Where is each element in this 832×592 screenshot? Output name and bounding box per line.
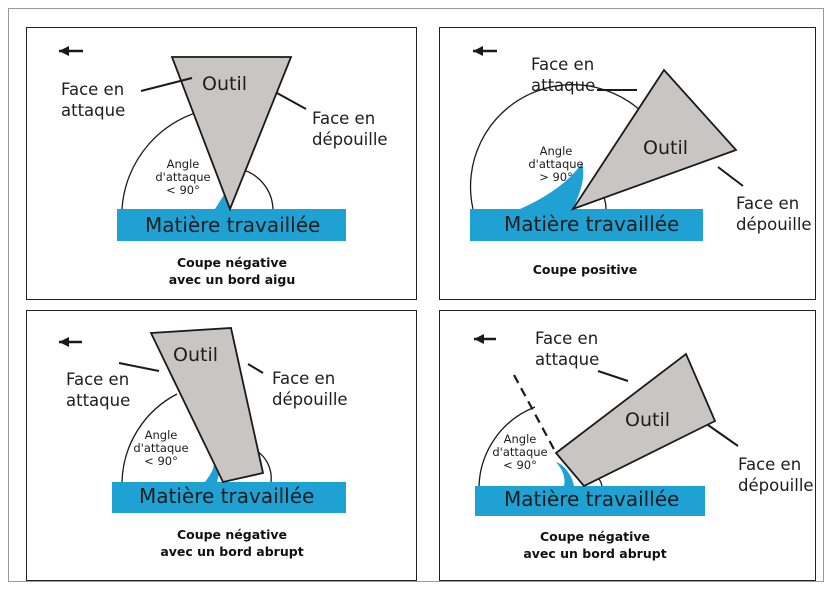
leader-face-attaque — [597, 370, 629, 382]
angle-arc-left — [469, 84, 654, 210]
panel-4-drawing — [474, 334, 739, 516]
leader-face-attaque — [118, 362, 160, 372]
leader-face-attaque — [140, 77, 193, 92]
tool-body — [170, 56, 293, 212]
tool-label: Outil — [173, 344, 219, 366]
material-label: Matière travaillée — [504, 487, 680, 511]
tool-body — [570, 68, 738, 211]
tool-body — [554, 352, 717, 488]
material-block — [112, 482, 346, 513]
tool-label: Outil — [202, 73, 248, 95]
panel-1-drawing — [59, 46, 346, 241]
tool-body — [149, 327, 265, 484]
leader-face-depouille — [247, 363, 264, 374]
chip — [520, 163, 584, 209]
panel-3-drawing — [59, 327, 346, 513]
direction-arrow-head — [473, 46, 483, 56]
material-label: Matière travaillée — [139, 484, 315, 508]
material-label: Matière travaillée — [145, 213, 321, 237]
figure-frame — [8, 8, 824, 582]
angle-arc-left — [121, 108, 211, 210]
material-block — [475, 486, 705, 516]
leader-face-depouille — [717, 166, 744, 187]
direction-arrow-head — [59, 46, 69, 56]
angle-arc-right — [239, 168, 274, 210]
chip — [556, 462, 574, 486]
angle-arc-left — [478, 406, 536, 487]
panel-2-drawing — [469, 46, 744, 241]
direction-arrow-head — [474, 334, 484, 344]
tool-label: Outil — [643, 137, 689, 159]
tool-label: Outil — [625, 409, 671, 431]
leader-face-depouille — [707, 424, 739, 447]
angle-arc-left — [121, 393, 178, 483]
caption: Coupe positive — [532, 262, 638, 277]
leader-face-depouille — [276, 92, 307, 110]
material-label: Matière travaillée — [504, 212, 680, 236]
direction-arrow-head — [59, 337, 69, 347]
material-block — [470, 209, 703, 241]
material-block — [117, 209, 346, 241]
